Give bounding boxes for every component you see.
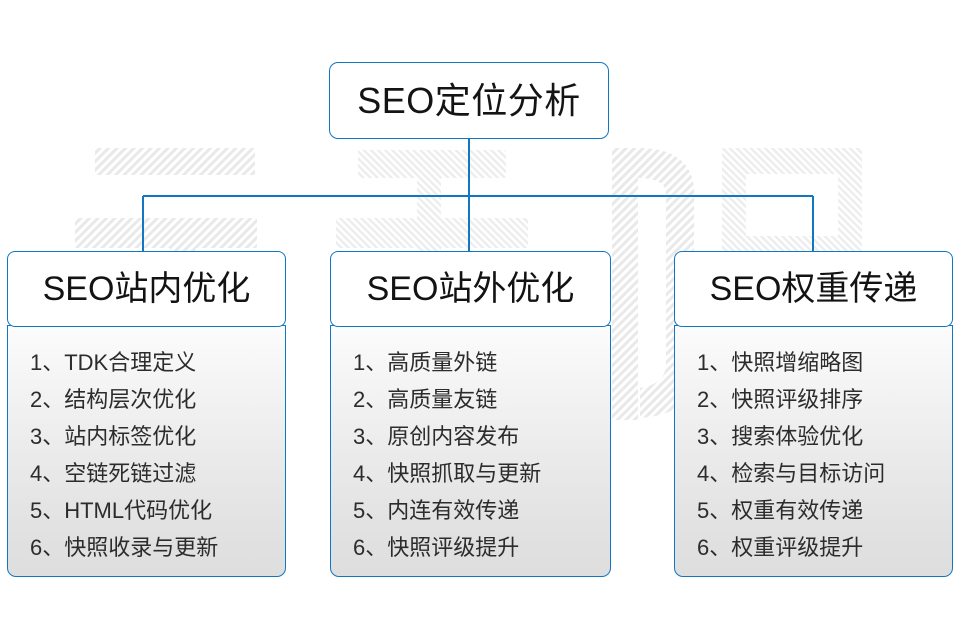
branch-item-list-2: 1、高质量外链 2、高质量友链 3、原创内容发布 4、快照抓取与更新 5、内连有… bbox=[331, 344, 610, 566]
branch-header-3[interactable]: SEO权重传递 bbox=[674, 251, 953, 327]
root-node-label: SEO定位分析 bbox=[357, 79, 581, 121]
list-item: 6、快照收录与更新 bbox=[30, 535, 219, 561]
branch-header-2[interactable]: SEO站外优化 bbox=[330, 251, 611, 327]
list-item: 2、高质量友链 bbox=[353, 387, 498, 413]
list-item: 4、空链死链过滤 bbox=[30, 461, 197, 487]
list-item: 6、权重评级提升 bbox=[697, 535, 864, 561]
branch-column-seo-weight: SEO权重传递 1、快照增缩略图 2、快照评级排序 3、搜索体验优化 4、检索与… bbox=[674, 251, 953, 578]
branch-item-list-3: 1、快照增缩略图 2、快照评级排序 3、搜索体验优化 4、检索与目标访问 5、权… bbox=[675, 344, 952, 566]
list-item: 3、原创内容发布 bbox=[353, 424, 520, 450]
list-item: 1、TDK合理定义 bbox=[30, 350, 197, 376]
list-item: 4、检索与目标访问 bbox=[697, 461, 886, 487]
branch-body-2: 1、高质量外链 2、高质量友链 3、原创内容发布 4、快照抓取与更新 5、内连有… bbox=[330, 325, 611, 578]
list-item: 1、高质量外链 bbox=[353, 350, 498, 376]
branch-column-seo-offsite: SEO站外优化 1、高质量外链 2、高质量友链 3、原创内容发布 4、快照抓取与… bbox=[330, 251, 611, 578]
branch-column-seo-onsite: SEO站内优化 1、TDK合理定义 2、结构层次优化 3、站内标签优化 4、空链… bbox=[7, 251, 286, 578]
branch-header-label-1: SEO站内优化 bbox=[42, 270, 251, 308]
list-item: 5、内连有效传递 bbox=[353, 498, 520, 524]
root-node[interactable]: SEO定位分析 bbox=[329, 62, 609, 139]
list-item: 2、结构层次优化 bbox=[30, 387, 197, 413]
branch-header-label-3: SEO权重传递 bbox=[709, 270, 918, 308]
list-item: 6、快照评级提升 bbox=[353, 535, 520, 561]
branch-body-1: 1、TDK合理定义 2、结构层次优化 3、站内标签优化 4、空链死链过滤 5、H… bbox=[7, 325, 286, 578]
branch-header-label-2: SEO站外优化 bbox=[366, 270, 575, 308]
list-item: 2、快照评级排序 bbox=[697, 387, 864, 413]
list-item: 5、权重有效传递 bbox=[697, 498, 864, 524]
branch-header-1[interactable]: SEO站内优化 bbox=[7, 251, 286, 327]
branch-body-3: 1、快照增缩略图 2、快照评级排序 3、搜索体验优化 4、检索与目标访问 5、权… bbox=[674, 325, 953, 578]
branch-item-list-1: 1、TDK合理定义 2、结构层次优化 3、站内标签优化 4、空链死链过滤 5、H… bbox=[8, 344, 285, 566]
list-item: 3、站内标签优化 bbox=[30, 424, 197, 450]
list-item: 1、快照增缩略图 bbox=[697, 350, 864, 376]
list-item: 3、搜索体验优化 bbox=[697, 424, 864, 450]
list-item: 5、HTML代码优化 bbox=[30, 498, 213, 524]
list-item: 4、快照抓取与更新 bbox=[353, 461, 542, 487]
